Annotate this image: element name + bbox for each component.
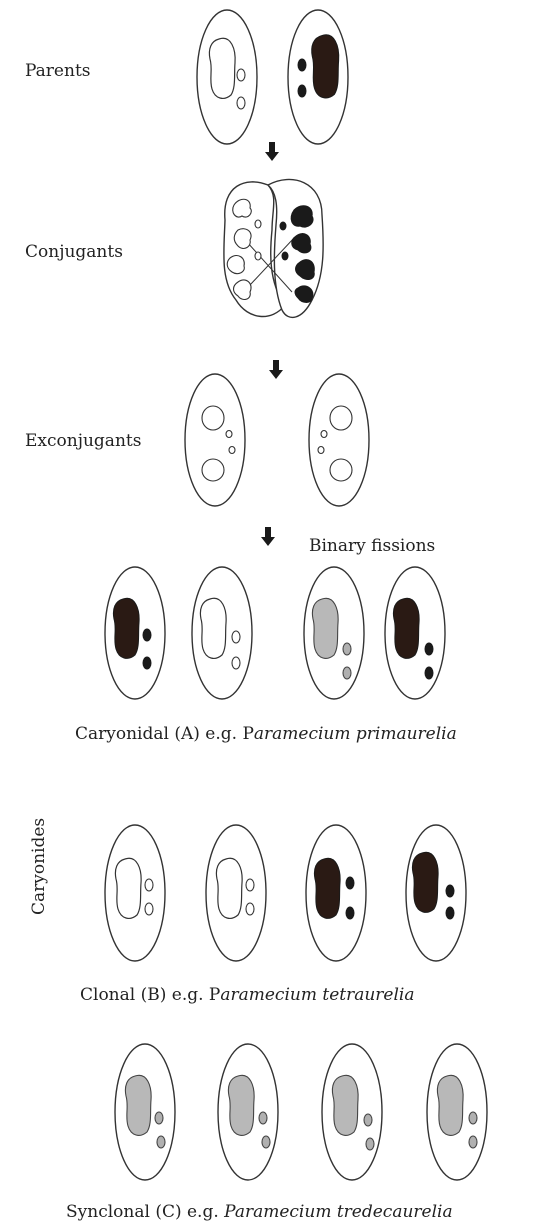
- caption-clonal: Clonal (B) e.g. Paramecium tetraurelia: [80, 985, 415, 1005]
- label-binary-fissions: Binary fissions: [309, 536, 435, 556]
- conjugant-pair: [224, 179, 323, 317]
- caryonidal-cell-3: [304, 567, 364, 699]
- caption-caryonidal: Caryonidal (A) e.g. Paramecium primaurel…: [75, 724, 457, 744]
- parent-cell-dark: [288, 10, 348, 144]
- caption-synclonal: Synclonal (C) e.g. Paramecium tredecaure…: [66, 1202, 453, 1222]
- exconjugant-cell-left: [185, 374, 245, 506]
- synclonal-cell-3: [322, 1044, 382, 1180]
- parent-cell-white: [197, 10, 257, 144]
- exconjugant-cell-right: [309, 374, 369, 506]
- clonal-cell-3: [306, 825, 366, 961]
- label-exconjugants: Exconjugants: [25, 431, 141, 451]
- arrow-down-2: [269, 360, 283, 379]
- clonal-cell-2: [206, 825, 266, 961]
- synclonal-cell-2: [218, 1044, 278, 1180]
- clonal-cell-4: [406, 825, 466, 961]
- caryonidal-cell-2: [192, 567, 252, 699]
- label-conjugants: Conjugants: [25, 242, 123, 262]
- label-parents: Parents: [25, 61, 91, 81]
- arrow-down-3: [261, 527, 275, 546]
- arrow-down-1: [265, 142, 279, 161]
- synclonal-cell-4: [427, 1044, 487, 1180]
- caryonidal-cell-1: [105, 567, 165, 699]
- synclonal-cell-1: [115, 1044, 175, 1180]
- clonal-cell-1: [105, 825, 165, 961]
- caryonidal-cell-4: [385, 567, 445, 699]
- label-caryonides: Caryonides: [29, 818, 49, 915]
